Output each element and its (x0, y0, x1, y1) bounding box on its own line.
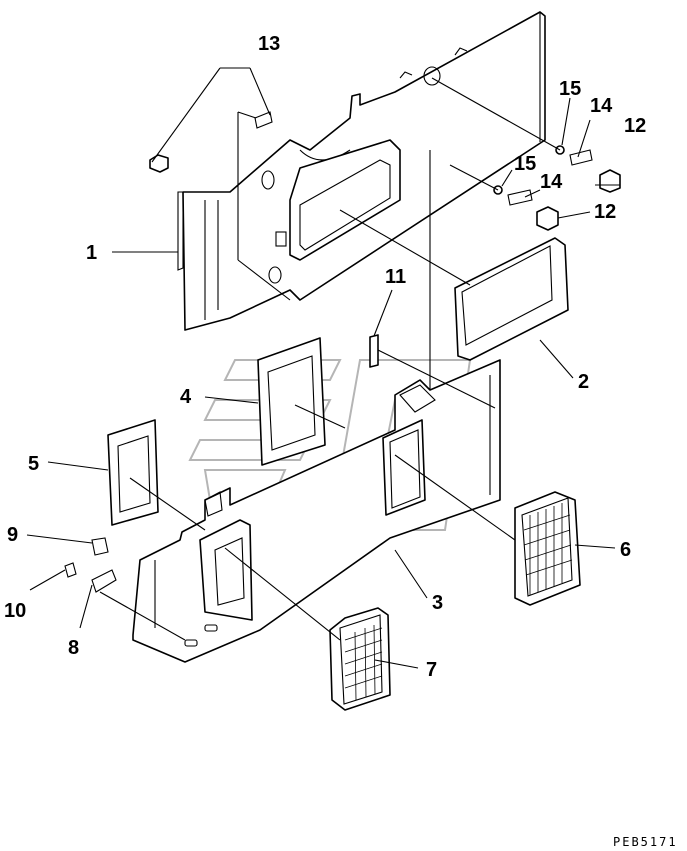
callout-9: 9 (7, 524, 18, 546)
callout-13: 13 (258, 33, 280, 55)
callout-labels: 1 2 3 4 5 6 7 8 9 10 11 12 12 13 14 14 1… (4, 33, 678, 849)
callout-10: 10 (4, 600, 26, 622)
callout-1: 1 (86, 242, 97, 264)
part-4-seal-frame (257, 337, 326, 466)
part-5-small-seal (107, 419, 159, 526)
callout-4: 4 (180, 386, 192, 408)
callout-6: 6 (620, 539, 631, 561)
callout-12-lower: 12 (594, 201, 616, 223)
hardware (64, 111, 621, 593)
callout-5: 5 (28, 453, 39, 475)
part-3-lower-panel (132, 150, 501, 663)
callout-8: 8 (68, 637, 79, 659)
callout-15-upper: 15 (559, 78, 581, 100)
part-1-upper-panel (177, 11, 546, 331)
part-11-strip (369, 334, 379, 368)
part-7-grille (329, 607, 391, 711)
part-6-grille (514, 491, 581, 606)
drawing-code: PEB5171 (613, 835, 678, 849)
callout-7: 7 (426, 659, 437, 681)
part-2-filter (454, 237, 569, 361)
callout-3: 3 (432, 592, 443, 614)
callout-14-lower: 14 (540, 171, 563, 193)
callout-2: 2 (578, 371, 589, 393)
callout-12-upper: 12 (624, 115, 646, 137)
callout-11: 11 (385, 266, 406, 288)
callout-14-upper: 14 (590, 95, 613, 117)
callout-15-lower: 15 (514, 153, 536, 175)
leader-lines (26, 67, 620, 669)
